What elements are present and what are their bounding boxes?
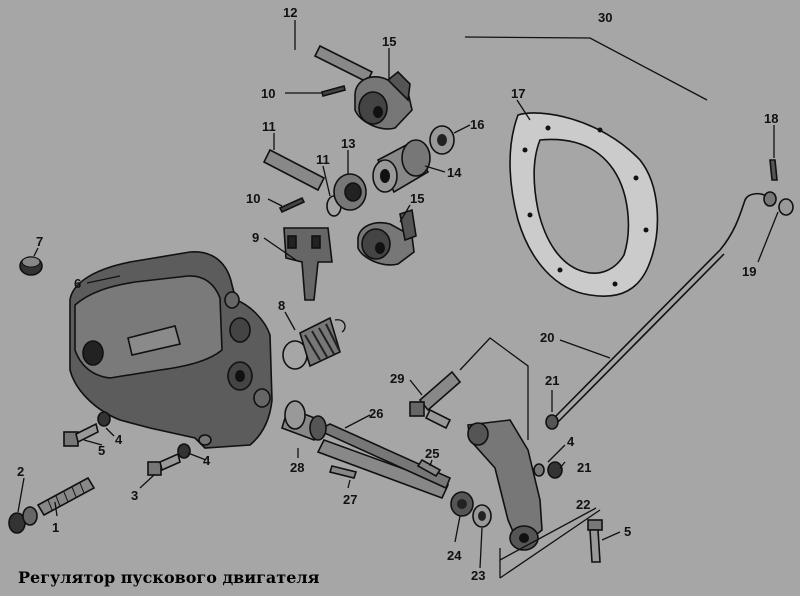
weight-15-upper [354,70,413,130]
callout-5-right: 5 [624,524,631,539]
washer-24 [450,491,474,517]
callout-21-lower: 21 [577,460,591,475]
callout-4-upper: 4 [115,432,123,447]
callout-10-mid: 10 [246,191,260,206]
callout-16: 16 [470,117,484,132]
callout-9: 9 [252,230,259,245]
gasket-17 [509,112,659,297]
washer-23 [472,504,492,528]
bolt-5-left [63,422,99,447]
lever-9 [283,227,333,301]
callout-5-left: 5 [98,443,105,458]
callout-4-right: 4 [567,434,575,449]
bolt-5-right [587,519,603,563]
bushing-28 [281,400,327,442]
group-30-bracket [464,36,708,101]
callout-13: 13 [341,136,355,151]
callout-15-top: 15 [382,34,396,49]
cotter-pin-10-upper [321,85,346,97]
callout-18: 18 [764,111,778,126]
pin-11-upper [313,44,374,84]
spacer-13 [333,173,367,211]
callout-23: 23 [471,568,485,583]
callout-14: 14 [447,165,462,180]
bolt-3 [147,452,181,476]
callout-22: 22 [576,497,590,512]
nut-21-lower [533,461,563,479]
callout-3: 3 [131,488,138,503]
key-27 [328,465,358,479]
pin-18 [769,159,778,181]
callout-21-upper: 21 [545,373,559,388]
weight-15-lower [357,208,417,266]
washer-4-lower [177,443,191,459]
callout-25: 25 [425,446,439,461]
key-25 [416,458,442,478]
shaft-26 [316,423,452,500]
callout-4-lower: 4 [203,453,211,468]
lever-22 [467,419,543,551]
callout-8: 8 [278,298,285,313]
callout-26: 26 [369,406,383,421]
washer-19 [763,191,794,216]
pin-11-lower [262,148,326,192]
callout-17: 17 [511,86,525,101]
callout-6: 6 [74,276,81,291]
callout-29: 29 [390,371,404,386]
washer-16 [429,125,455,155]
rod-20 [545,192,767,430]
callout-20: 20 [540,330,554,345]
regulator-housing [69,251,273,449]
callout-24: 24 [447,548,462,563]
stud-1 [36,476,96,517]
callout-7: 7 [36,234,43,249]
nut-7 [19,256,43,276]
callout-10-top: 10 [261,86,275,101]
callout-30: 30 [598,10,612,25]
callout-1: 1 [52,520,59,535]
callout-19: 19 [742,264,756,279]
callout-11-mid: 11 [262,119,276,134]
leader-lines [17,20,779,579]
callout-15-mid: 15 [410,191,424,206]
washer-4-upper [97,411,111,427]
spring-8 [282,316,346,370]
callout-28: 28 [290,460,304,475]
cotter-pin-10-lower [278,196,306,214]
callout-2: 2 [17,464,24,479]
callout-12: 11 [316,152,330,167]
callout-11-top: 12 [283,5,297,20]
sleeve-14 [372,139,431,194]
diagram-caption: Регулятор пускового двигателя [18,568,320,587]
nut-2 [8,506,38,534]
pin-29 [409,370,462,430]
callout-27: 27 [343,492,357,507]
callout-labels: 12 15 10 16 11 13 11 14 17 30 18 19 10 1… [17,5,778,583]
